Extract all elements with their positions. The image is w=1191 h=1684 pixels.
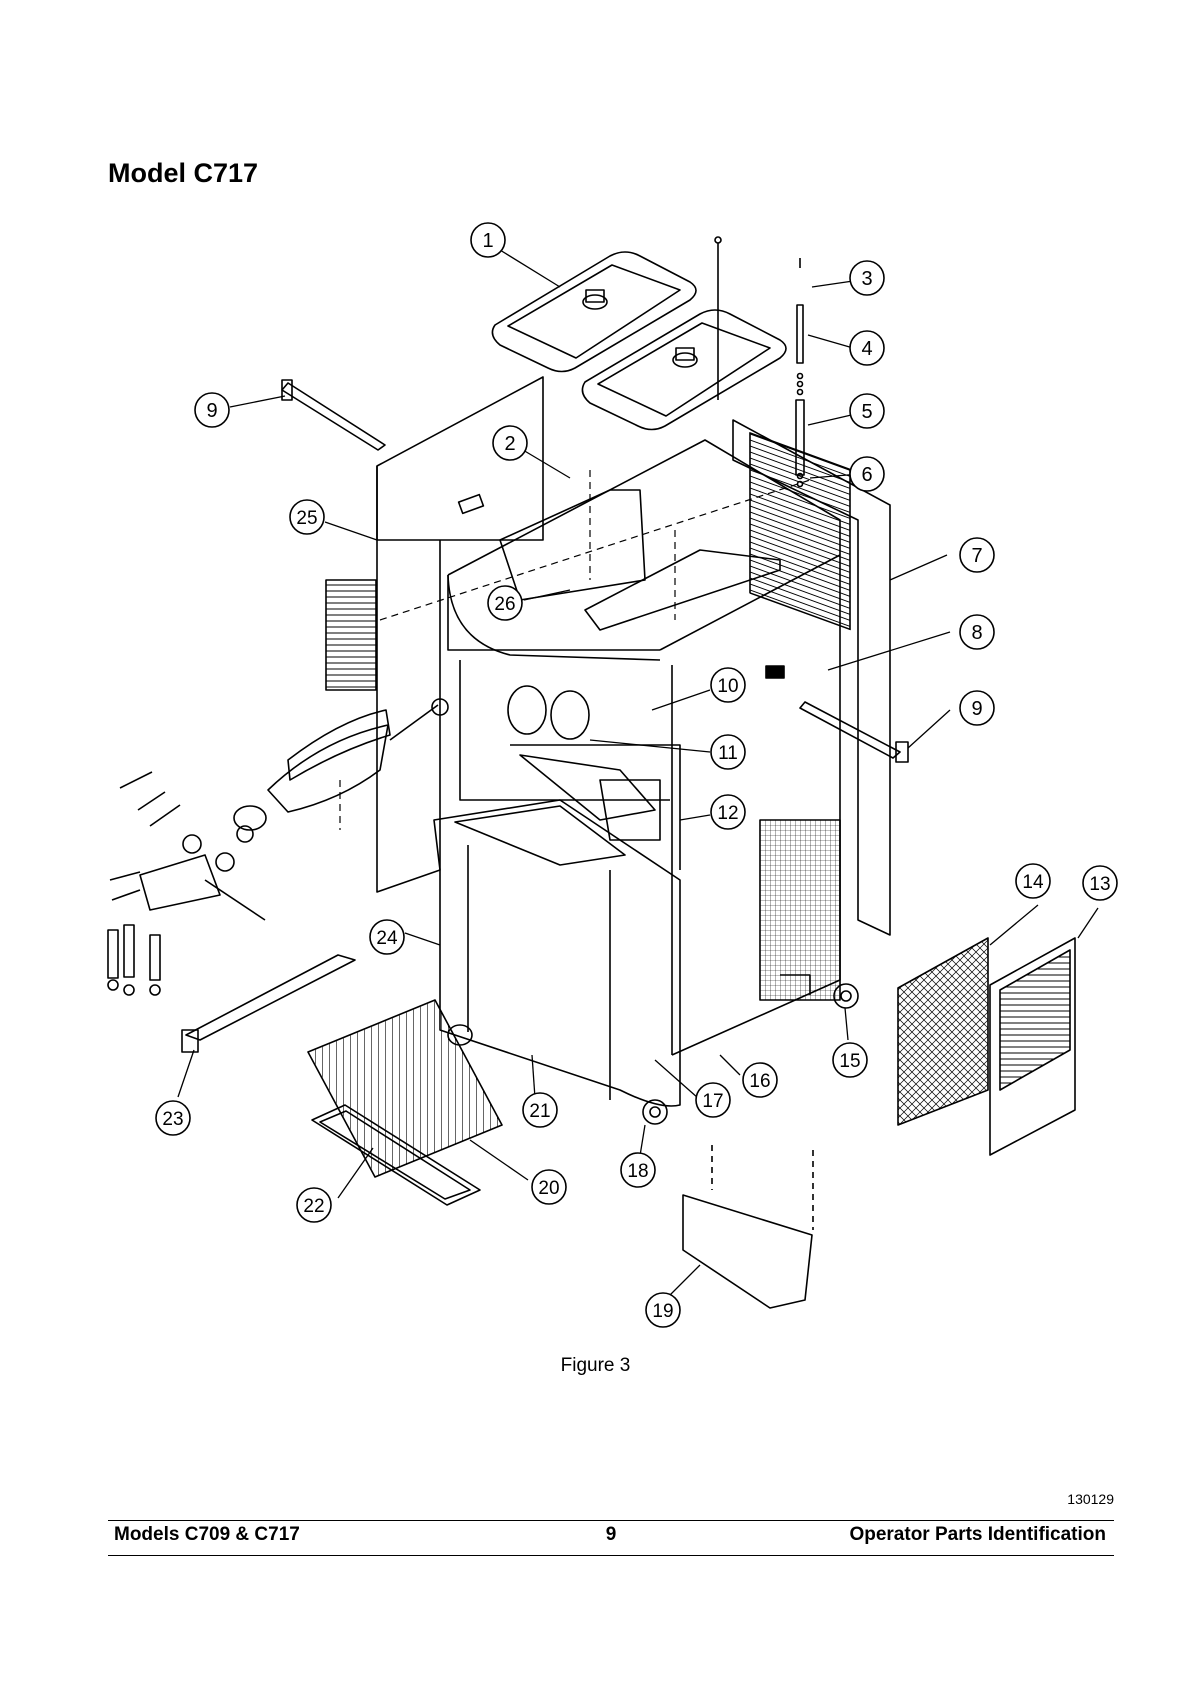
callout-24: 24	[370, 920, 404, 954]
svg-text:25: 25	[296, 508, 317, 529]
front-door	[434, 800, 680, 1106]
callout-21: 21	[523, 1093, 557, 1127]
callout-6: 6	[850, 457, 884, 491]
svg-text:13: 13	[1089, 874, 1110, 895]
callout-8: 8	[960, 615, 994, 649]
svg-text:9: 9	[206, 400, 217, 422]
callout-labels: 1 2 3 4 5 6 7 8 9 9 10 11 12 13 14 15 16…	[156, 223, 1117, 1327]
svg-text:7: 7	[971, 545, 982, 567]
callout-11: 11	[711, 735, 745, 769]
svg-text:10: 10	[717, 676, 738, 697]
svg-text:22: 22	[303, 1196, 324, 1217]
svg-text:17: 17	[702, 1091, 723, 1112]
footer-section: Operator Parts Identification	[849, 1524, 1106, 1546]
svg-text:12: 12	[717, 803, 738, 824]
bottom-pan	[683, 1145, 813, 1308]
svg-text:6: 6	[861, 464, 872, 486]
svg-text:2: 2	[504, 433, 515, 455]
svg-text:21: 21	[529, 1101, 550, 1122]
svg-text:16: 16	[749, 1071, 770, 1092]
callout-13: 13	[1083, 866, 1117, 900]
svg-text:8: 8	[971, 622, 982, 644]
side-filter	[898, 938, 988, 1125]
svg-text:15: 15	[839, 1051, 860, 1072]
svg-text:23: 23	[162, 1109, 183, 1130]
svg-text:24: 24	[376, 928, 398, 949]
svg-text:11: 11	[718, 743, 738, 764]
callout-12: 12	[711, 795, 745, 829]
callout-1: 1	[471, 223, 505, 257]
callout-14: 14	[1016, 864, 1050, 898]
callout-18: 18	[621, 1153, 655, 1187]
hopper-cover-right	[582, 310, 786, 430]
callout-7: 7	[960, 538, 994, 572]
svg-text:19: 19	[652, 1301, 673, 1322]
document-code: 130129	[1067, 1491, 1114, 1507]
svg-text:5: 5	[861, 401, 872, 423]
callout-10: 10	[711, 668, 745, 702]
svg-text:4: 4	[861, 338, 872, 360]
page-footer: Models C709 & C717 9 Operator Parts Iden…	[108, 1520, 1114, 1550]
svg-text:14: 14	[1022, 872, 1044, 893]
callout-17: 17	[696, 1083, 730, 1117]
drip-tray-grate	[308, 1000, 502, 1177]
callout-23: 23	[156, 1101, 190, 1135]
svg-text:9: 9	[971, 698, 982, 720]
callout-5: 5	[850, 394, 884, 428]
callout-9-right: 9	[960, 691, 994, 725]
footer-bottom-rule	[108, 1555, 1114, 1556]
callout-9-left: 9	[195, 393, 229, 427]
callout-26: 26	[488, 586, 522, 620]
side-louver-panel	[990, 938, 1075, 1155]
callout-25: 25	[290, 500, 324, 534]
callout-3: 3	[850, 261, 884, 295]
callout-22: 22	[297, 1188, 331, 1222]
svg-text:18: 18	[627, 1161, 648, 1182]
svg-text:26: 26	[494, 594, 515, 615]
leader-lines	[178, 250, 1098, 1305]
svg-text:1: 1	[482, 230, 493, 252]
callout-20: 20	[532, 1170, 566, 1204]
callout-4: 4	[850, 331, 884, 365]
callout-16: 16	[743, 1063, 777, 1097]
svg-text:20: 20	[538, 1178, 559, 1199]
figure-caption: Figure 3	[0, 1355, 1191, 1377]
hopper-cover-left	[492, 252, 696, 372]
callout-15: 15	[833, 1043, 867, 1077]
svg-text:3: 3	[861, 268, 872, 290]
callout-2: 2	[493, 426, 527, 460]
callout-19: 19	[646, 1293, 680, 1327]
